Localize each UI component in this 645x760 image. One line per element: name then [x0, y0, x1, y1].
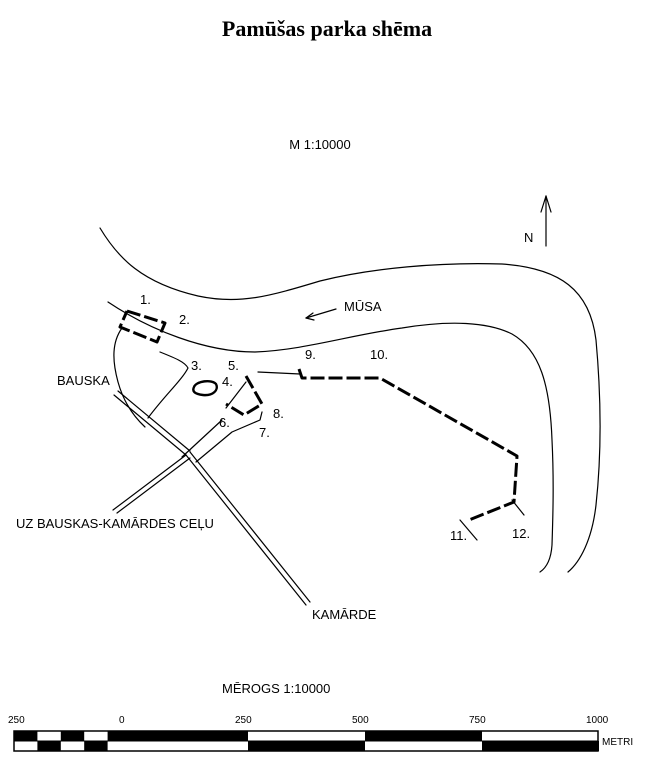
roads: [112, 390, 311, 606]
scale-tick: 250: [235, 715, 252, 726]
scale-segment: [37, 741, 61, 751]
scale-segment: [131, 731, 248, 741]
point-label: 8.: [273, 406, 284, 421]
scale-ticks: 250 0 250 500 750 1000: [8, 715, 609, 726]
point-label: 11.: [450, 528, 467, 543]
point-label: 4.: [222, 374, 233, 389]
point-label: 1.: [140, 292, 151, 307]
point-label: 10.: [370, 347, 388, 362]
scale-tick: 250: [8, 715, 25, 726]
river-musa: [99, 227, 601, 573]
scale-tick: 1000: [586, 715, 609, 726]
scale-caption: MĒROGS 1:10000: [222, 681, 330, 696]
scale-tick: 500: [352, 715, 369, 726]
north-arrow-icon: [540, 195, 552, 247]
point-label: 2.: [179, 312, 190, 327]
map-title: Pamūšas parka shēma: [222, 16, 432, 41]
point-label: 5.: [228, 358, 239, 373]
river-label: MŪSA: [344, 299, 382, 314]
scale-bar: [13, 730, 599, 752]
point-label: 12.: [512, 526, 530, 541]
flow-arrow-icon: [305, 308, 337, 321]
place-bauska: BAUSKA: [57, 373, 110, 388]
scale-segment: [60, 731, 85, 741]
point-label: 7.: [259, 425, 270, 440]
scale-segment: [107, 731, 131, 741]
point-numbers: 1. 2. 3. 4. 5. 6. 7. 8. 9. 10. 11. 12.: [140, 292, 530, 543]
north-label: N: [524, 230, 533, 245]
scale-segment: [365, 731, 482, 741]
place-kamarde: KAMĀRDE: [312, 607, 377, 622]
scale-segment: [482, 741, 599, 751]
place-road: UZ BAUSKAS-KAMĀRDES CEĻU: [16, 516, 214, 531]
point-label: 9.: [305, 347, 316, 362]
point-label: 6.: [219, 415, 230, 430]
scale-text: M 1:10000: [289, 137, 350, 152]
scale-segment: [14, 731, 38, 741]
terrain-outlines: [113, 327, 301, 463]
point-label: 3.: [191, 358, 202, 373]
scale-unit: METRI: [602, 737, 633, 748]
park-boundary: [118, 309, 525, 541]
scale-segment: [248, 741, 365, 751]
scale-tick: 0: [119, 715, 125, 726]
scale-segment: [84, 741, 108, 751]
scale-tick: 750: [469, 715, 486, 726]
